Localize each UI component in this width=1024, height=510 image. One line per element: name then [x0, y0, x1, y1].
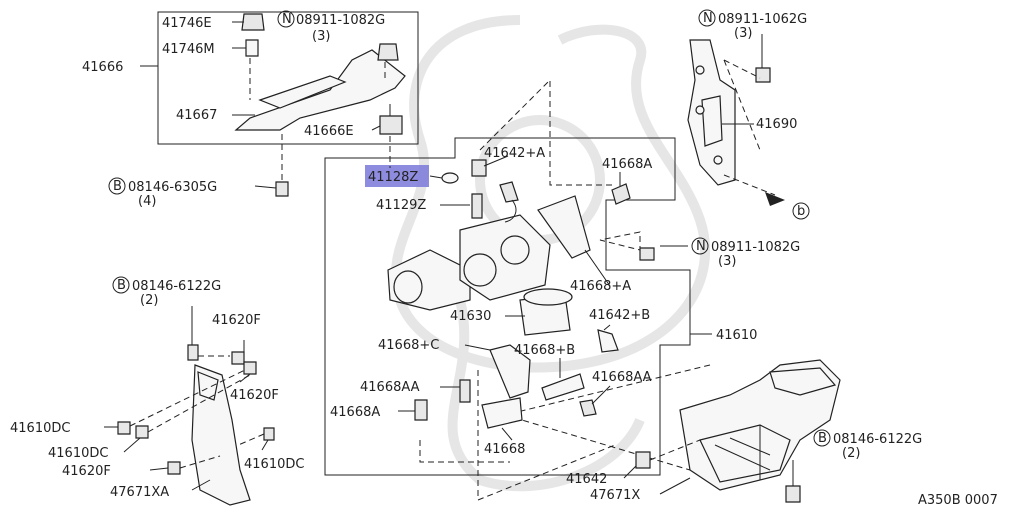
label-41666: 41666: [82, 60, 123, 75]
bolt-41668a-low: [414, 399, 428, 421]
bolt-41668a-top: [611, 183, 631, 205]
label-qty-1062: (3): [734, 26, 752, 41]
label-41690: 41690: [756, 117, 797, 132]
label-41668aa-left: 41668AA: [360, 380, 420, 395]
label-41610dc-c: 41610DC: [244, 457, 304, 472]
clip-41642: [635, 451, 651, 469]
label-47671x: 47671X: [590, 488, 640, 503]
bracket-41668: [481, 397, 523, 429]
grommet-41746m: [245, 39, 259, 57]
bolt-41668aa-left: [459, 379, 471, 403]
label-41668a-top: 41668A: [602, 157, 652, 172]
label-qty-1082-top: (3): [312, 29, 330, 44]
label-qty-6305: (4): [138, 194, 156, 209]
cover-47671xa-group: [104, 306, 275, 506]
label-qty-6122-left: (2): [140, 293, 158, 308]
label-41128z: 41128Z: [368, 170, 418, 185]
screw-41610dc-c: [263, 427, 275, 441]
bolt-6122-left: [187, 344, 199, 361]
label-41668: 41668: [484, 442, 525, 457]
bracket-group: [140, 11, 419, 197]
clip-41642b: [597, 329, 619, 353]
highlight-marker: [365, 165, 429, 187]
svg-text:B: B: [818, 431, 827, 446]
oring-41128z: [441, 172, 459, 184]
label-b-08146-6122g-left: 08146-6122G: [132, 279, 221, 294]
labels: 41746E 41746M 41666 41667 41666E N 08911…: [10, 9, 998, 508]
label-b-08146-6122g-right: 08146-6122G: [833, 432, 922, 447]
label-41620f-b: 41620F: [230, 388, 279, 403]
arrow-b: [765, 192, 785, 206]
bracket-41668b: [541, 373, 585, 401]
mount-41666e: [379, 115, 403, 135]
label-n-08911-1082g-top: 08911-1082G: [296, 13, 385, 28]
svg-text:N: N: [703, 11, 713, 26]
label-41642b: 41642+B: [589, 308, 650, 323]
svg-text:N: N: [696, 239, 706, 254]
label-n-08911-1082g-mid: 08911-1082G: [711, 240, 800, 255]
label-47671xa: 47671XA: [110, 485, 169, 500]
label-41129z: 41129Z: [376, 198, 426, 213]
bracket-41667: [234, 49, 406, 131]
label-41630: 41630: [450, 309, 491, 324]
clip-41620f-a: [231, 351, 245, 365]
svg-text:N: N: [282, 12, 292, 27]
bracket-41668a: [537, 195, 591, 259]
label-41620f-a: 41620F: [212, 313, 261, 328]
label-41642a: 41642+A: [484, 146, 545, 161]
label-41668a-low: 41668A: [330, 405, 380, 420]
label-41746m: 41746M: [162, 42, 215, 57]
label-b-ref: b: [797, 204, 805, 219]
label-41610dc-a: 41610DC: [10, 421, 70, 436]
bolt-6122-right: [785, 485, 801, 503]
clip-41620f-c: [167, 461, 181, 475]
label-qty-6122-right: (2): [842, 446, 860, 461]
label-41668c: 41668+C: [378, 338, 439, 353]
label-41668aa-right: 41668AA: [592, 370, 652, 385]
bracket-41690-group: [687, 34, 810, 220]
label-41666e: 41666E: [304, 124, 354, 139]
diagram-id: A350B 0007: [918, 493, 998, 508]
cover-47671xa: [191, 364, 251, 506]
label-41620f-c: 41620F: [62, 464, 111, 479]
label-41610: 41610: [716, 328, 757, 343]
label-41746e: 41746E: [162, 16, 212, 31]
label-41668b: 41668+B: [514, 343, 575, 358]
label-41642: 41642: [566, 472, 607, 487]
nut-1082-mid: [639, 247, 655, 261]
svg-text:B: B: [117, 278, 126, 293]
watermark: [390, 15, 710, 492]
label-n-08911-1062g: 08911-1062G: [718, 12, 807, 27]
screw-41610dc-a: [117, 421, 131, 435]
label-b-08146-6305g: 08146-6305G: [128, 180, 217, 195]
tray-47671x-group: [623, 359, 841, 503]
bolt-41129z: [471, 193, 483, 219]
label-41668-plus-a: 41668+A: [570, 279, 631, 294]
label-41610dc-b: 41610DC: [48, 446, 108, 461]
assembly-41610: [324, 78, 712, 501]
label-qty-1082-mid: (3): [718, 254, 736, 269]
clip-41620f-b: [243, 361, 257, 375]
bracket-41668c: [489, 344, 531, 399]
nut-1062: [755, 67, 771, 83]
svg-text:B: B: [113, 179, 122, 194]
nut-1082-top: [377, 43, 399, 61]
screw-41610dc-b: [135, 425, 149, 439]
grommet-41746e: [241, 13, 265, 31]
bolt-6305: [275, 181, 289, 197]
label-41667: 41667: [176, 108, 217, 123]
connector-41642a: [471, 159, 487, 177]
